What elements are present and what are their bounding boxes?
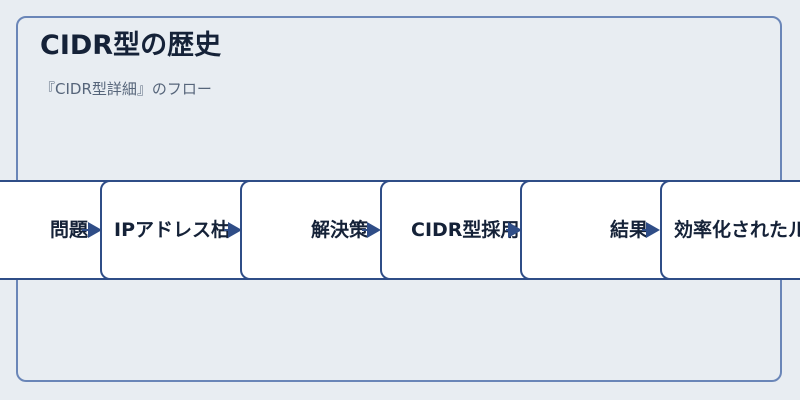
flow-node-solution: 解決策: [240, 180, 400, 280]
flow-node-cidr-adoption: CIDR型採用: [380, 180, 540, 280]
flow-node-label: 問題: [49, 219, 88, 241]
flow-node-label: 効率化されたルーティング: [674, 219, 800, 241]
flow-node-label: CIDR型採用: [411, 219, 520, 241]
diagram-title: CIDR型の歴史: [40, 30, 222, 61]
flow-node-label: 解決策: [310, 219, 368, 241]
flow-node-efficient-routing: 効率化されたルーティング: [660, 180, 800, 280]
flow-node-label: 結果: [609, 219, 648, 241]
flow-node-result: 結果: [520, 180, 680, 280]
diagram-subtitle: 『CIDR型詳細』のフロー: [40, 80, 212, 98]
flow-node-label: IPアドレス枯: [114, 219, 230, 241]
flow-node-ip-exhaustion: IPアドレス枯: [100, 180, 260, 280]
